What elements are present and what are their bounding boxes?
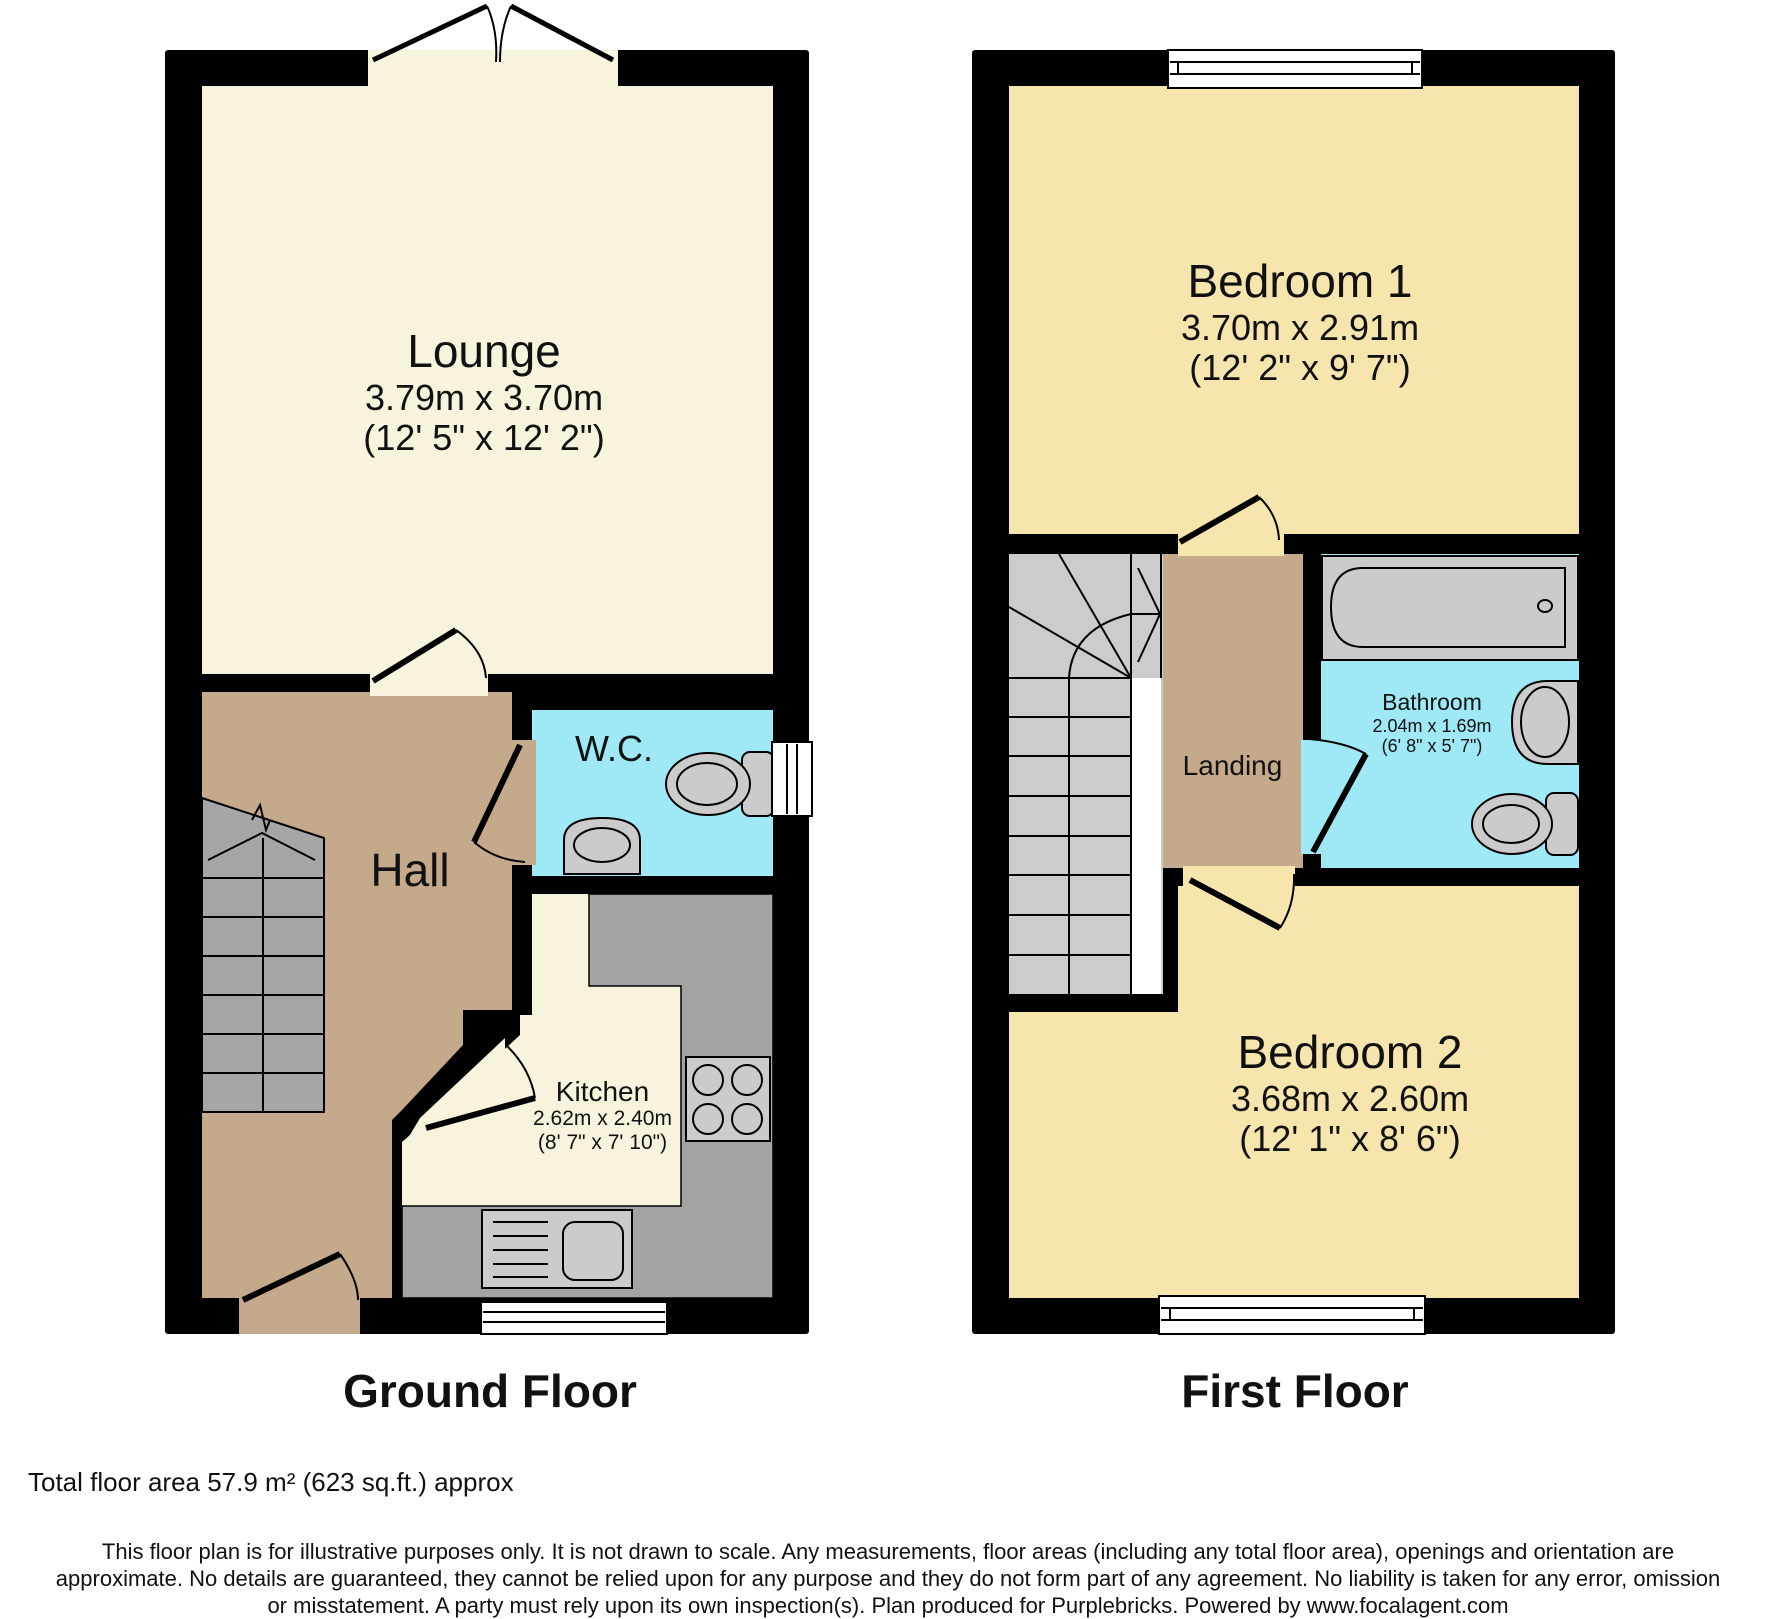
disclaimer-line-1: This floor plan is for illustrative purp…: [101, 1539, 1675, 1564]
hob-icon: [685, 1056, 771, 1142]
room-name: Bedroom 2: [1237, 1026, 1463, 1078]
room-metric-dimensions: 3.70m x 2.91m: [1180, 306, 1420, 348]
bathroom-basin-icon: [1510, 680, 1579, 765]
room-label-bathroom: Bathroom 2.04m x 1.69m (6' 8" x 5' 7"): [1362, 689, 1502, 756]
first-floor-stairs-icon: [1008, 553, 1163, 994]
room-metric-dimensions: 2.62m x 2.40m: [533, 1107, 672, 1131]
wc-door-icon: [471, 743, 526, 863]
sink-icon: [481, 1209, 633, 1289]
bathroom-doorway: [1301, 740, 1323, 854]
bedroom-1-door-icon: [1178, 494, 1280, 545]
room-label-wc: W.C.: [564, 728, 664, 769]
room-label-kitchen: Kitchen 2.62m x 2.40m (8' 7" x 7' 10"): [520, 1076, 685, 1154]
room-name: Bedroom 1: [1187, 255, 1413, 307]
total-floor-area: Total floor area 57.9 m² (623 sq.ft.) ap…: [28, 1467, 514, 1497]
bathroom-toilet-icon: [1471, 792, 1579, 856]
room-label-landing: Landing: [1165, 750, 1300, 781]
lounge-hall-doorway: [370, 672, 488, 696]
bedroom-1-window-icon: [1167, 49, 1423, 89]
room-metric-dimensions: 2.04m x 1.69m: [1372, 715, 1492, 736]
lounge-floor: [202, 86, 773, 674]
bedroom-2-window-icon: [1158, 1295, 1426, 1335]
room-imperial-dimensions: (12' 2" x 9' 7"): [1189, 346, 1411, 388]
room-name: Bathroom: [1382, 689, 1482, 715]
hall-kitchen-doorway: [404, 1038, 505, 1145]
bathtub-icon: [1321, 555, 1579, 661]
disclaimer-line-2: approximate. No details are guaranteed, …: [55, 1566, 1721, 1591]
lounge-door-icon: [371, 627, 487, 684]
ground-floor-plan: [165, 3, 813, 1335]
landing-floor: [1163, 554, 1303, 868]
wc-toilet-icon: [665, 751, 775, 817]
room-name: Kitchen: [555, 1076, 650, 1107]
room-metric-dimensions: 3.68m x 2.60m: [1230, 1077, 1470, 1119]
room-name: Lounge: [407, 325, 561, 377]
room-imperial-dimensions: (12' 5" x 12' 2"): [363, 416, 605, 458]
kitchen-floor: [402, 894, 681, 1206]
wc-basin-icon: [563, 816, 641, 875]
kitchen-door-icon: [425, 1044, 536, 1131]
ground-floor-stairs-icon: [201, 796, 325, 1113]
room-name: Landing: [1182, 750, 1283, 781]
disclaimer: This floor plan is for illustrative purp…: [0, 1538, 1776, 1619]
room-label-bedroom-1: Bedroom 1 3.70m x 2.91m (12' 2" x 9' 7"): [1140, 255, 1460, 388]
room-imperial-dimensions: (6' 8" x 5' 7"): [1381, 735, 1483, 756]
first-floor-plan: [972, 49, 1615, 1335]
room-name: Hall: [370, 844, 450, 896]
wc-window-icon: [771, 741, 813, 817]
first-floor-title: First Floor: [1181, 1365, 1409, 1417]
front-door-icon: [241, 1251, 359, 1303]
bedroom-2-door-icon: [1188, 873, 1296, 931]
bedroom-1-floor: [1009, 86, 1579, 534]
room-label-hall: Hall: [355, 844, 465, 897]
lounge-french-door-opening: [368, 50, 618, 88]
room-label-bedroom-2: Bedroom 2 3.68m x 2.60m (12' 1" x 8' 6"): [1190, 1026, 1510, 1159]
kitchen-window-icon: [480, 1301, 668, 1335]
ground-floor-title: Ground Floor: [343, 1365, 637, 1417]
disclaimer-line-3: or misstatement. A party must rely upon …: [267, 1593, 1509, 1618]
bathroom-door-icon: [1308, 738, 1369, 854]
room-imperial-dimensions: (8' 7" x 7' 10"): [537, 1130, 668, 1154]
room-imperial-dimensions: (12' 1" x 8' 6"): [1239, 1117, 1461, 1159]
front-door-opening: [239, 1296, 360, 1334]
room-name: W.C.: [575, 728, 653, 769]
room-label-lounge: Lounge 3.79m x 3.70m (12' 5" x 12' 2"): [334, 325, 634, 458]
french-doors-icon: [371, 3, 615, 63]
bedroom-2-floor: [1009, 886, 1579, 1298]
room-metric-dimensions: 3.79m x 3.70m: [364, 376, 604, 418]
